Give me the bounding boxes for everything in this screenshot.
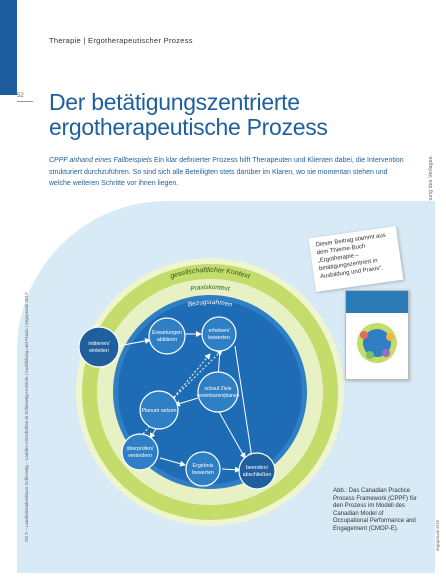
title-line-1: Der betätigungszentrierte xyxy=(49,89,300,115)
node-conclude-line-2: abschließen xyxy=(243,472,272,478)
book-cover-header xyxy=(346,291,408,313)
node-assess-line-2: bewerten xyxy=(208,335,230,341)
node-goals-line-2: vereinbaren/planen xyxy=(197,393,240,399)
node-goals: schauf Ziele vereinbaren/planen xyxy=(197,371,240,413)
node-evaluate-line-1: Ergebnis xyxy=(193,463,214,469)
node-conclude: beenden/ abschließen xyxy=(238,452,276,490)
book-cover-art xyxy=(357,323,397,363)
intro-paragraph: CPPF anhand eines Fallbeispiels Ein klar… xyxy=(49,155,409,190)
intro-body: Ein klar definierter Prozess hilft Thera… xyxy=(49,157,404,187)
node-expectations-line-2: abklären xyxy=(157,337,177,343)
node-initiate-line-1: initiieren/ xyxy=(88,341,110,347)
sidebar-accent-bar xyxy=(0,0,17,95)
node-conclude-line-1: beenden/ xyxy=(246,465,269,471)
process-arrows xyxy=(117,331,255,473)
node-initiate-line-2: einleiten xyxy=(89,348,109,354)
breadcrumb: Therapie | Ergotherapeutischer Prozess xyxy=(49,36,193,45)
page-number: 52 xyxy=(17,93,24,99)
node-goals-line-1: schauf Ziele xyxy=(205,386,232,392)
intro-lead: CPPF anhand eines Fallbeispiels xyxy=(49,157,152,164)
node-expectations-line-1: Erwartungen xyxy=(152,330,182,336)
node-plan-label: Planum setzen xyxy=(141,408,176,414)
title-line-2: ergotherapeutische Prozess xyxy=(49,114,328,140)
figure-caption: Abb.: Das Canadian Practice Process Fram… xyxy=(333,488,417,532)
ring-label-framework: Bezugsrahmen xyxy=(187,299,233,309)
node-evaluate: Ergebnis bewerten xyxy=(185,451,221,487)
node-monitor-line-2: verändern xyxy=(128,453,152,459)
page-number-underline xyxy=(17,101,33,102)
node-monitor: überprüfen/ verändern xyxy=(121,433,159,471)
node-expectations: Erwartungen abklären xyxy=(148,317,186,355)
page-title: Der betätigungszentrierte ergotherapeuti… xyxy=(49,90,328,140)
node-plan: Planum setzen xyxy=(139,390,179,430)
node-evaluate-line-2: bewerten xyxy=(192,470,214,476)
node-initiate: initiieren/ einleiten xyxy=(78,326,120,368)
ring-label-practice: Praxiskontext xyxy=(190,284,232,293)
node-assess: erheben/ bewerten xyxy=(201,316,237,352)
node-monitor-line-1: überprüfen/ xyxy=(126,446,154,452)
node-assess-line-1: erheben/ xyxy=(209,328,230,334)
book-cover-image xyxy=(345,290,409,380)
